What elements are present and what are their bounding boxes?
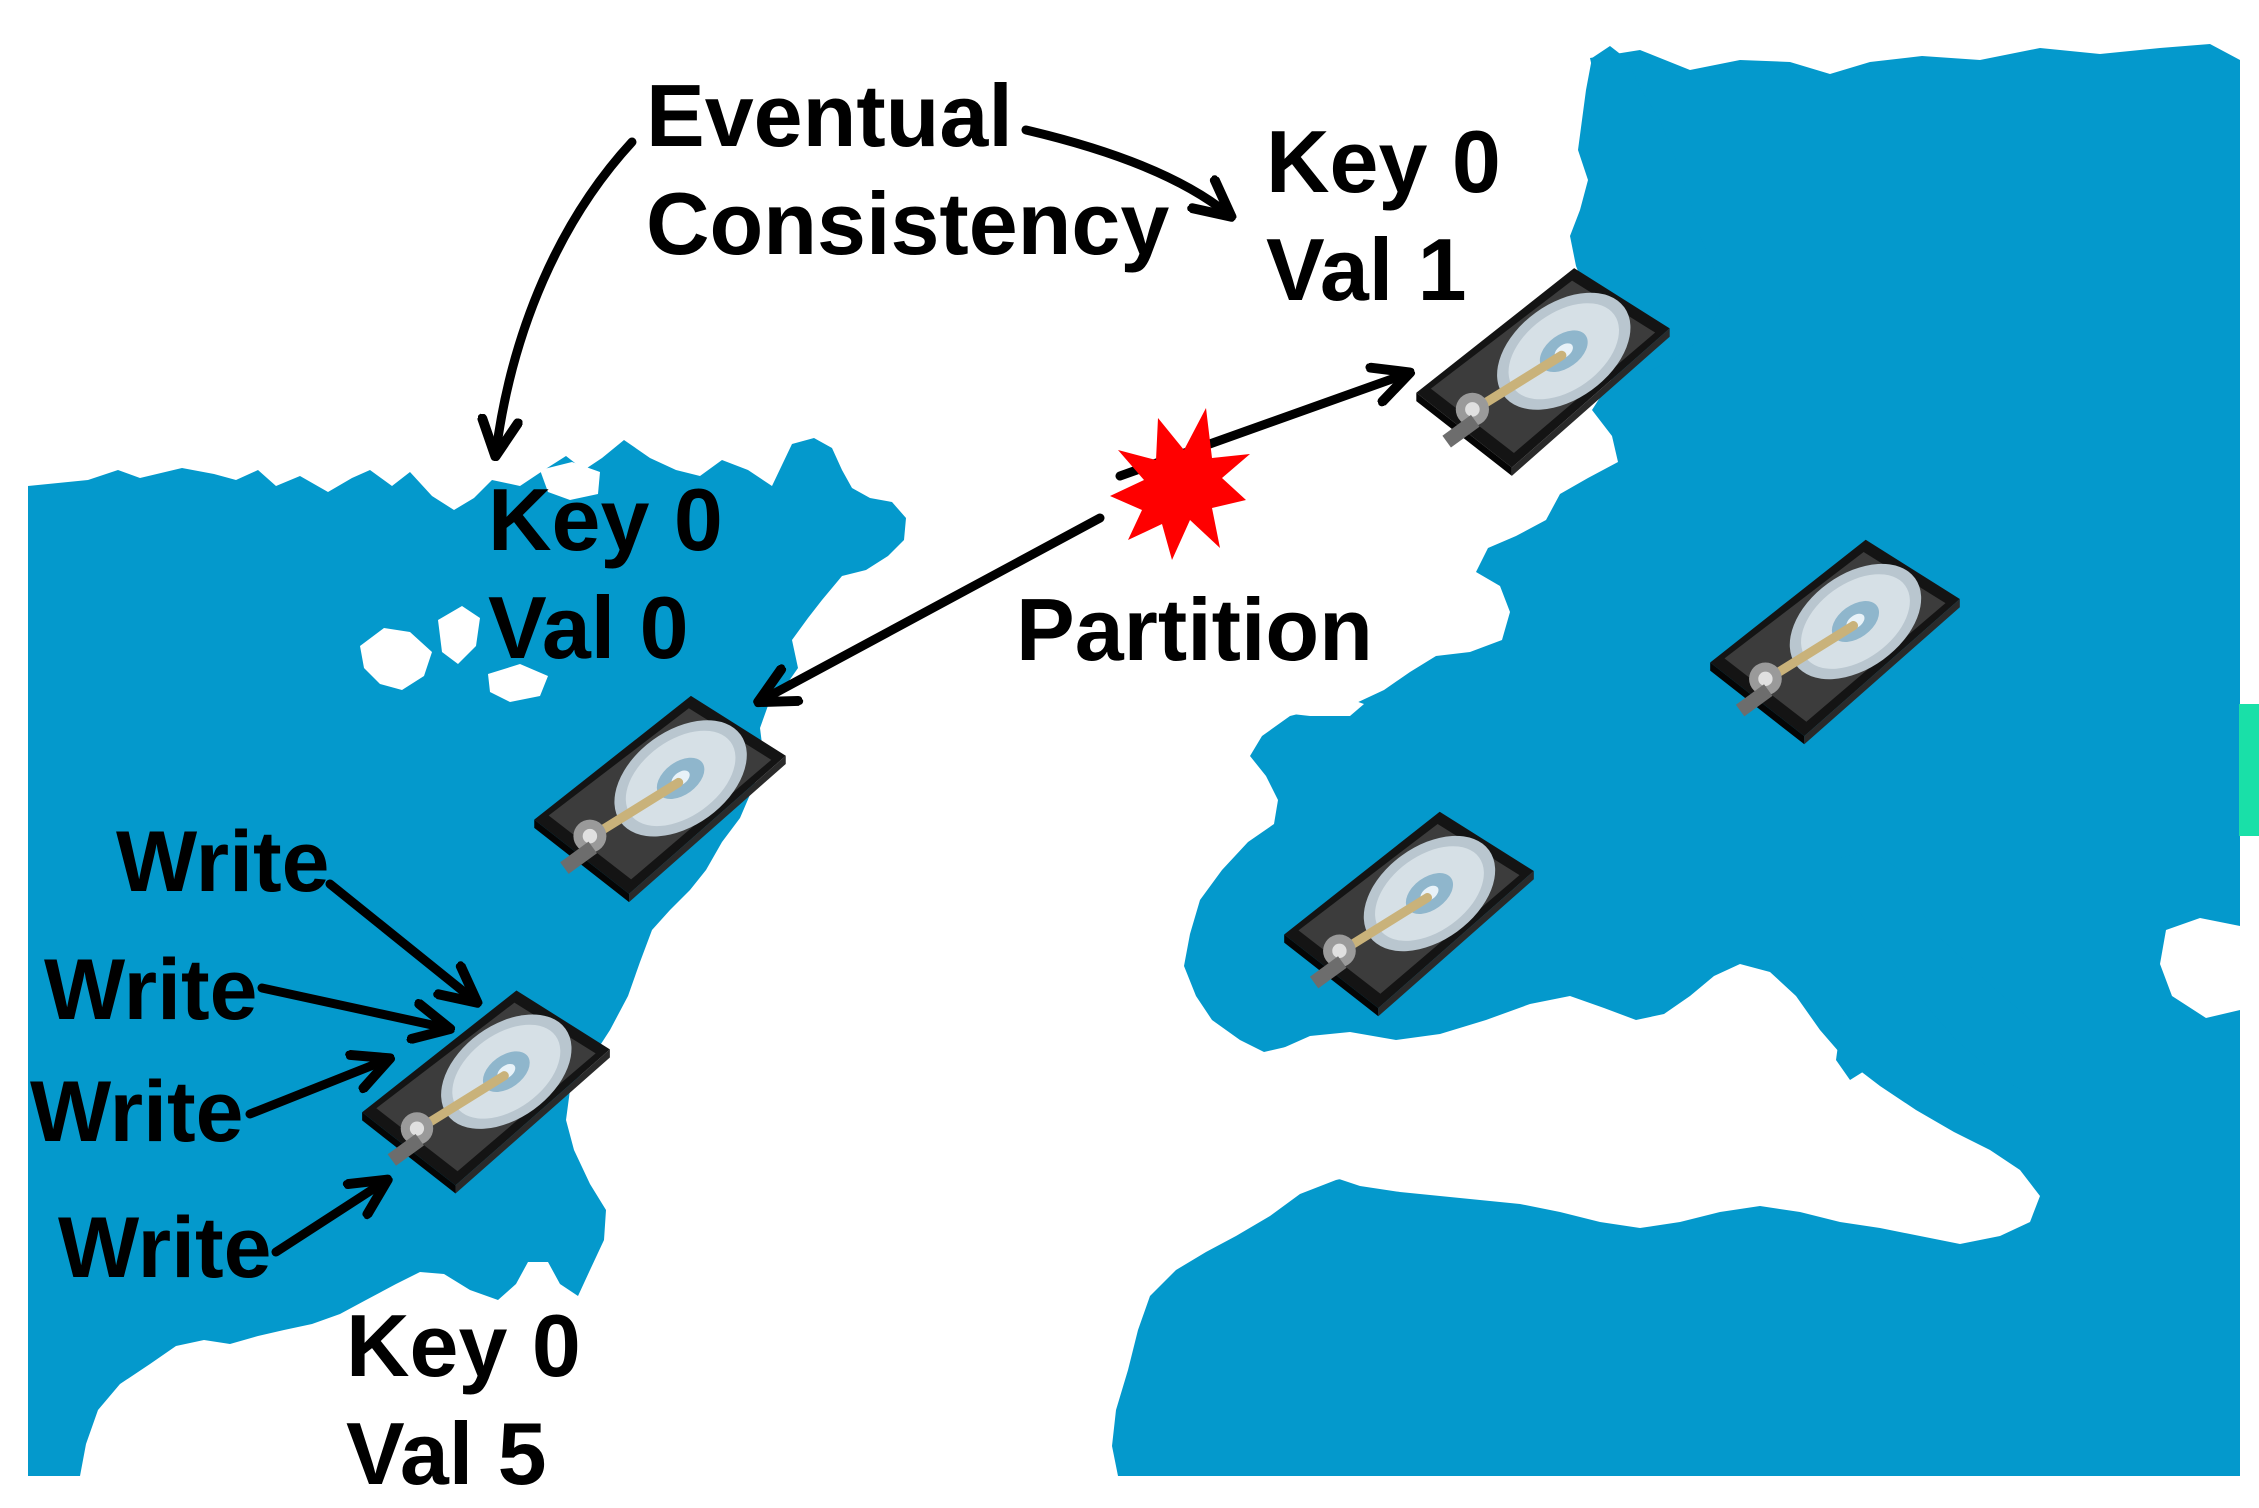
europe-node-label: Key 0 Val 1	[1266, 108, 1501, 324]
us-north-key: Key 0	[488, 470, 723, 569]
write-arrow-3	[245, 1060, 386, 1119]
replication-arrow-to-us	[762, 513, 1105, 700]
great-lakes	[360, 606, 548, 702]
bay-of-biscay	[1250, 688, 1364, 716]
eventual-line2: Consistency	[646, 174, 1170, 273]
consistency-arrow-to-us	[496, 137, 637, 452]
eventual-line1: Eventual	[646, 66, 1013, 165]
eventual-consistency-label: Eventual Consistency	[646, 62, 1169, 278]
write-text: Write	[30, 1064, 244, 1160]
europe-landmass	[1112, 44, 2240, 1476]
us-north-node-label: Key 0 Val 0	[488, 466, 723, 682]
eastern-sea	[2160, 918, 2240, 1018]
replication-map-diagram	[28, 44, 2259, 1476]
write-text: Write	[58, 1200, 272, 1296]
write-arrow-1	[325, 879, 474, 1000]
consistency-arrow-to-europe	[1021, 125, 1228, 214]
partition-text: Partition	[1016, 580, 1373, 679]
write-arrow-2	[257, 983, 446, 1028]
connector-arrows	[245, 125, 1406, 1257]
north-america-landmass	[28, 438, 906, 1476]
europe-val: Val 1	[1266, 220, 1467, 319]
write-label-2: Write	[44, 940, 257, 1040]
write-label-4: Write	[58, 1198, 271, 1298]
us-south-node-label: Key 0 Val 5	[346, 1292, 581, 1508]
write-text: Write	[44, 942, 258, 1038]
europe-key: Key 0	[1266, 112, 1501, 211]
sardinia-island	[1836, 1010, 1872, 1080]
northern-inlet	[540, 462, 600, 500]
write-label-1: Write	[116, 812, 329, 912]
us-north-val: Val 0	[488, 578, 689, 677]
us-south-key: Key 0	[346, 1296, 581, 1395]
write-text: Write	[116, 814, 330, 910]
mediterranean-sea	[1272, 964, 2040, 1244]
partition-label: Partition	[1016, 576, 1373, 684]
write-arrow-4	[271, 1182, 384, 1257]
us-south-val: Val 5	[346, 1404, 547, 1503]
write-label-3: Write	[30, 1062, 243, 1162]
italy-peninsula	[1840, 850, 2070, 1096]
accent-edge-strip	[2239, 704, 2259, 836]
partition-burst-icon	[1110, 408, 1250, 560]
